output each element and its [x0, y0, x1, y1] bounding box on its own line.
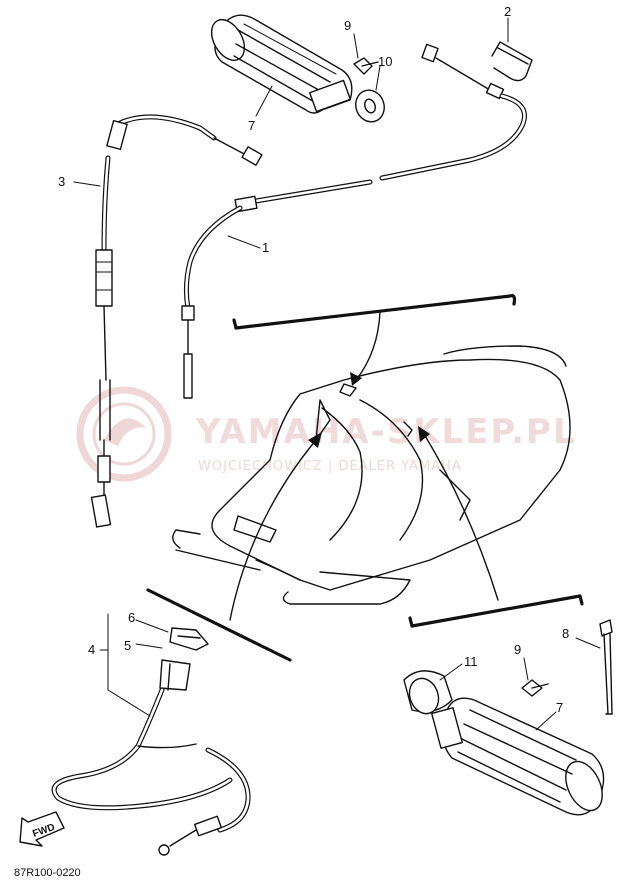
watermark-tagline: WOJCIECHOWICZ | DEALER YAMAHA	[198, 459, 462, 474]
leader-11	[439, 663, 463, 681]
callout-6: 6	[128, 610, 135, 625]
leader-5	[135, 643, 163, 649]
callout-1: 1	[262, 240, 269, 255]
screw-bottom	[521, 679, 549, 697]
callout-11: 11	[464, 654, 478, 669]
callout-2: 2	[504, 4, 511, 19]
callout-8: 8	[562, 626, 569, 641]
leader-7-top	[255, 85, 273, 117]
leader-9-bottom	[523, 657, 529, 681]
grip-bottom	[431, 697, 605, 816]
callout-4: 4	[88, 642, 95, 657]
snowmobile-outline	[172, 345, 571, 605]
switch-assembly	[51, 627, 251, 856]
callout-3: 3	[58, 174, 65, 189]
callout-10: 10	[378, 54, 392, 69]
bolt	[599, 619, 613, 715]
detail-box-lower-right	[408, 426, 584, 628]
leader-3	[73, 181, 101, 187]
bracket-4	[107, 613, 151, 717]
throttle-cable	[181, 43, 527, 399]
callout-5: 5	[124, 638, 131, 653]
leader-8	[575, 637, 601, 649]
washer	[355, 89, 385, 123]
callout-9-top: 9	[344, 18, 351, 33]
brake-cable	[90, 114, 263, 528]
watermark-logo-icon	[76, 386, 172, 482]
leader-9-top	[353, 33, 359, 59]
leader-6	[135, 619, 169, 633]
leader-1	[227, 235, 261, 249]
diagram-code: 87R100-0220	[14, 867, 81, 879]
callout-7-bottom: 7	[556, 700, 563, 715]
leader-7-bottom	[535, 711, 557, 731]
leader-10	[375, 65, 381, 91]
grip-top	[210, 14, 353, 114]
detail-box-upper	[232, 294, 517, 386]
screw-top	[353, 57, 379, 75]
fwd-arrow-icon: FWD	[19, 811, 65, 847]
collar	[403, 670, 453, 715]
callout-7-top: 7	[248, 118, 255, 133]
detail-box-lower-left	[146, 432, 322, 662]
callout-9-bottom: 9	[514, 642, 521, 657]
clip	[491, 41, 533, 82]
watermark-brand: YAMAHA-SKLEP.PL	[195, 412, 577, 452]
watermark: YAMAHA-SKLEP.PL WOJCIECHOWICZ | DEALER Y…	[76, 386, 577, 482]
